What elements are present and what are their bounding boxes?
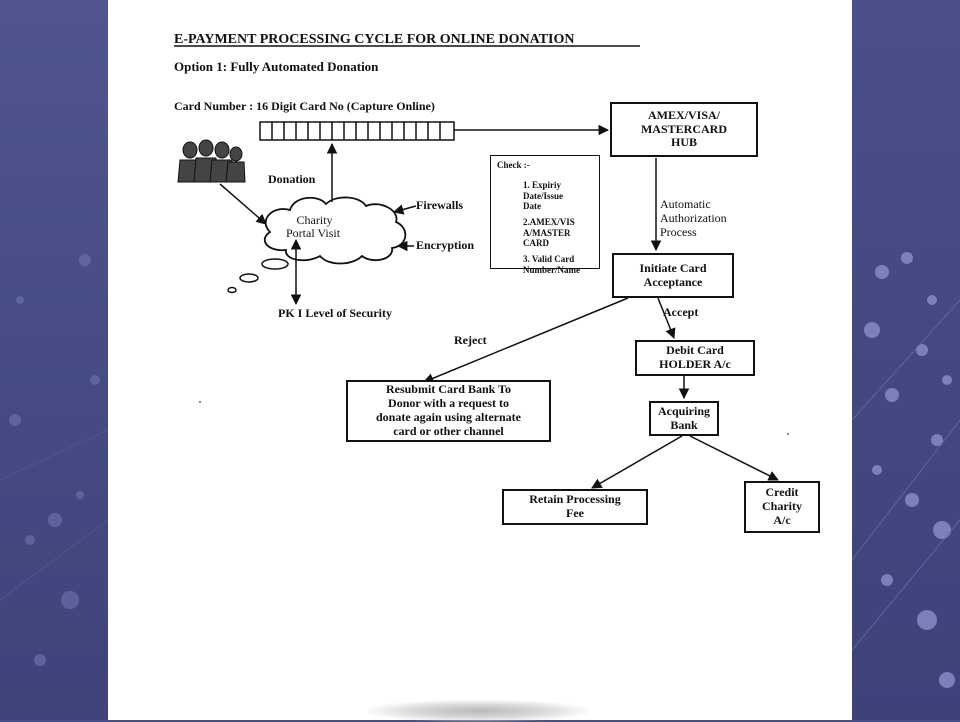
portal-label: Charity Portal Visit	[286, 213, 341, 241]
bubble-decoration	[852, 252, 960, 688]
authorization-label: Automatic Authorization Process	[660, 197, 727, 239]
check-item-1-line-3: Date	[523, 201, 541, 212]
acquiring-bank-box: Acquiring Bank	[649, 401, 719, 436]
portal-line-1: Charity	[296, 213, 333, 227]
resubmit-line-2: Donor with a request to	[388, 396, 509, 411]
auth-line-3: Process	[660, 224, 697, 239]
thought-bubble-2	[239, 273, 259, 283]
acquiring-line-1: Acquiring	[657, 403, 710, 418]
resubmit-line-3: donate again using alternate	[375, 410, 521, 424]
arrow-accept	[657, 297, 676, 339]
check-item-2: 2.AMEX/VIS A/MASTER CARD	[497, 217, 593, 248]
debit-line-2: HOLDER A/c	[659, 357, 731, 371]
credit-line-3: A/c	[773, 512, 791, 527]
acquiring-line-2: Bank	[670, 417, 698, 432]
resubmit-line-4: card or other channel	[393, 423, 504, 438]
retain-fee-box: Retain Processing Fee	[502, 489, 648, 525]
card-number-label: Card Number : 16 Digit Card No (Capture …	[174, 99, 435, 113]
arrow-to-retain	[591, 435, 683, 489]
credit-charity-box: Credit Charity A/c	[744, 481, 820, 533]
card-hub-box: AMEX/VISA/ MASTERCARD HUB	[610, 102, 758, 157]
check-item-1-line-2: Date/Issue	[523, 190, 563, 201]
check-item-2-line-1: 2.AMEX/VIS	[523, 217, 575, 228]
debit-card-box: Debit Card HOLDER A/c	[635, 340, 755, 376]
check-list-box: Check :- 1. Expiriy Date/Issue Date 2.AM…	[490, 155, 600, 275]
retain-line-2: Fee	[566, 506, 584, 520]
thought-bubble-3	[227, 286, 237, 294]
check-item-1-line-1: 1. Expiriy	[523, 180, 562, 191]
retain-line-1: Retain Processing	[529, 492, 621, 507]
initiate-line-1: Initiate Card	[639, 260, 707, 275]
auth-line-1: Automatic	[660, 197, 711, 211]
resubmit-line-1: Resubmit Card Bank To	[385, 382, 512, 397]
initiate-acceptance-box: Initiate Card Acceptance	[612, 253, 734, 298]
encryption-label: Encryption	[416, 238, 475, 252]
portal-line-2: Portal Visit	[286, 226, 341, 241]
arrow-to-credit	[689, 435, 779, 481]
initiate-line-2: Acceptance	[643, 274, 703, 289]
pki-security-label: PK I Level of Security	[278, 306, 392, 320]
reject-label: Reject	[454, 333, 487, 347]
debit-line-1: Debit Card	[666, 343, 724, 358]
scanned-document: E-PAYMENT PROCESSING CYCLE FOR ONLINE DO…	[108, 0, 852, 722]
check-item-2-line-3: CARD	[523, 238, 549, 249]
donors-crowd-icon	[177, 139, 246, 183]
thought-bubble-1	[261, 258, 289, 270]
diagram-subtitle: Option 1: Fully Automated Donation	[174, 59, 379, 74]
hub-line-2: MASTERCARD	[640, 121, 727, 136]
accept-label: Accept	[663, 305, 699, 319]
arrow-firewalls	[392, 204, 417, 215]
credit-line-2: Charity	[762, 499, 802, 514]
diagram-title: E-PAYMENT PROCESSING CYCLE FOR ONLINE DO…	[174, 32, 575, 47]
resubmit-box: Resubmit Card Bank To Donor with a reque…	[346, 380, 551, 442]
card-digit-strip	[259, 121, 455, 141]
check-item-3-line-2: Number/Name	[523, 264, 580, 275]
credit-line-1: Credit	[765, 485, 799, 500]
check-heading: Check :-	[497, 160, 530, 170]
check-item-3: 3. Valid Card Number/Name	[497, 254, 593, 275]
auth-line-2: Authorization	[660, 210, 727, 225]
scan-smudge	[368, 700, 588, 722]
arrow-reject	[423, 297, 629, 384]
arrow-donor-to-portal	[219, 183, 267, 225]
check-item-2-line-2: A/MASTER	[523, 227, 571, 238]
donation-label: Donation	[268, 172, 316, 186]
right-decor-panel	[852, 0, 960, 720]
left-decor-panel	[0, 0, 108, 720]
hub-line-3: HUB	[670, 135, 697, 150]
check-item-1: 1. Expiriy Date/Issue Date	[497, 180, 593, 211]
check-item-3-line-1: 3. Valid Card	[523, 254, 575, 265]
bubble-decoration	[0, 254, 108, 666]
firewalls-label: Firewalls	[416, 198, 464, 212]
hub-line-1: AMEX/VISA/	[647, 107, 720, 122]
connector-layer	[174, 45, 789, 489]
